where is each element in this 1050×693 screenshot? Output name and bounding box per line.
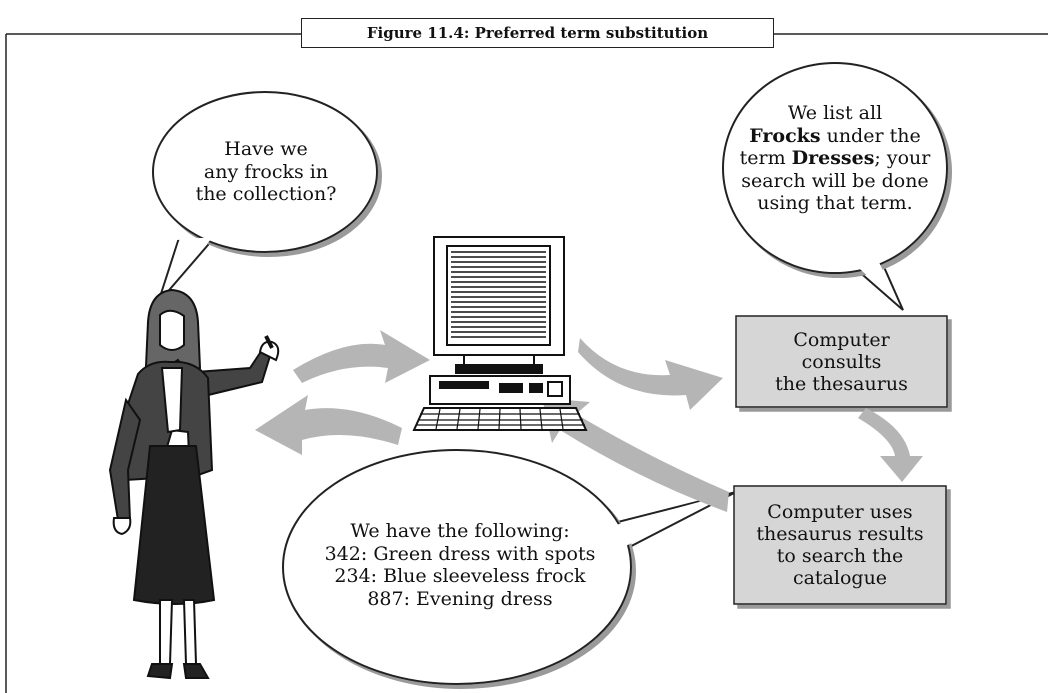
- question-line: any frocks in: [203, 160, 329, 183]
- consult-box-label: Computer consults the thesaurus: [736, 316, 947, 407]
- figure-frame: [5, 33, 1048, 693]
- reply-line-prefix: term: [739, 147, 792, 169]
- figure-caption: Figure 11.4: Preferred term substitution: [301, 18, 774, 48]
- flow-arrow-icon: [542, 398, 729, 512]
- results-line: 342: Green dress with spots: [324, 542, 596, 565]
- results-bubble: [282, 449, 737, 685]
- reply-line: search will be done: [741, 169, 929, 192]
- question-line: Have we: [224, 138, 308, 160]
- woman-presenter-icon: [108, 288, 280, 680]
- question-line: the collection?: [195, 183, 337, 205]
- search-line: thesaurus results: [756, 523, 924, 545]
- consult-box: [735, 315, 948, 408]
- flow-arrow-icon: [578, 338, 723, 410]
- reply-line: term Dresses; your: [739, 147, 931, 170]
- flow-arrow-icon: [858, 408, 923, 482]
- reply-bold-term: Frocks: [749, 124, 821, 147]
- flow-arrow-icon: [293, 330, 430, 383]
- consult-line: Computer: [793, 328, 890, 351]
- reply-text: We list all Frocks under the term Dresse…: [739, 102, 931, 215]
- results-line: 887: Evening dress: [367, 587, 553, 610]
- search-line: to search the: [776, 545, 904, 567]
- results-line: We have the following:: [350, 520, 570, 542]
- reply-line: Frocks under the: [739, 125, 931, 148]
- reply-line: We list all: [787, 102, 883, 124]
- consult-line: the thesaurus: [775, 372, 908, 395]
- reply-bold-term: Dresses: [791, 147, 875, 169]
- figure-caption-text: Figure 11.4: Preferred term substitution: [366, 24, 709, 42]
- search-box-label: Computer uses thesaurus results to searc…: [734, 486, 946, 604]
- desktop-computer-icon: [412, 236, 588, 431]
- reply-line-rest: ; your: [874, 147, 931, 169]
- reply-line: using that term.: [757, 192, 913, 214]
- results-text: We have the following: 342: Green dress …: [290, 520, 630, 610]
- consult-line: consults: [801, 350, 882, 373]
- flow-arrows: [255, 330, 923, 512]
- question-text: Have we any frocks in the collection?: [184, 138, 348, 206]
- results-line: 234: Blue sleeveless frock: [334, 565, 586, 587]
- reply-line-rest: under the: [820, 124, 921, 147]
- search-box: [733, 485, 947, 605]
- reply-bubble: [722, 62, 948, 311]
- flow-arrow-icon: [255, 395, 402, 455]
- question-bubble: [152, 91, 378, 304]
- search-line: catalogue: [792, 567, 888, 589]
- search-line: Computer uses: [767, 501, 913, 523]
